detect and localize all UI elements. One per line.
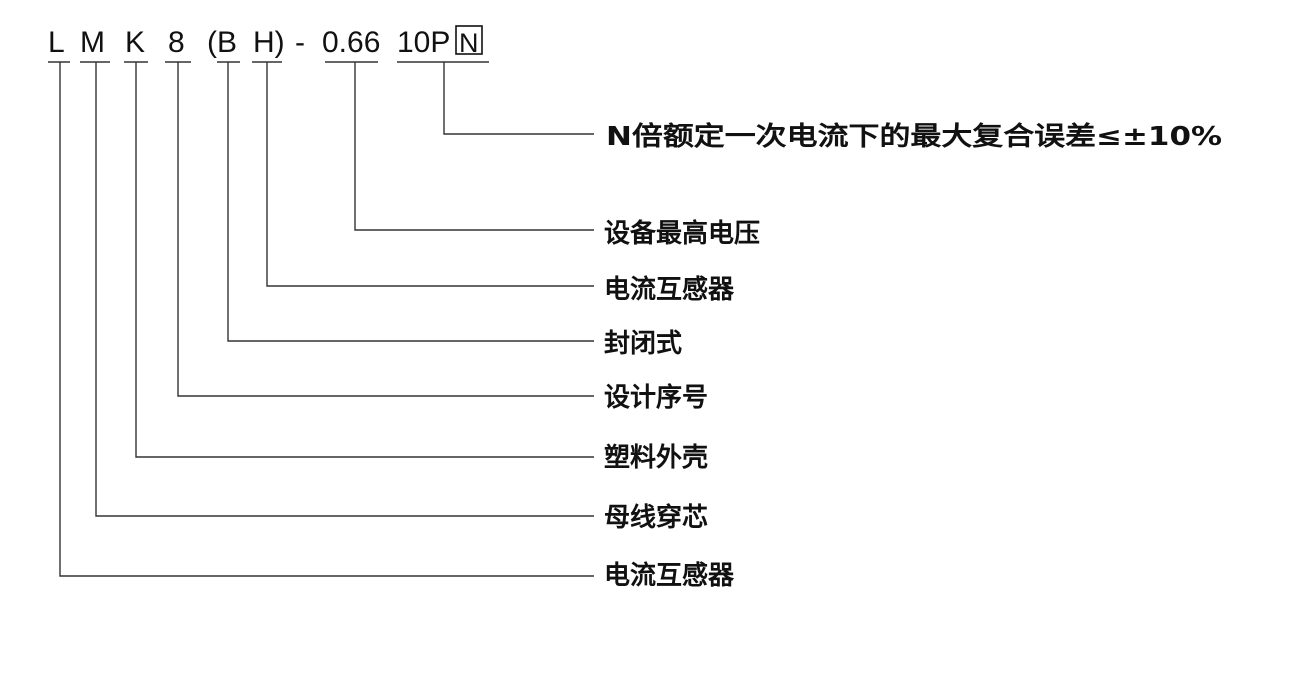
leader-accuracy (443, 62, 594, 135)
code-part-10P: 10P (397, 26, 450, 59)
code-part-K: K (125, 26, 145, 59)
code-part-M: M (80, 26, 105, 59)
code-part-dash: - (295, 26, 305, 59)
code-part-8: 8 (168, 26, 185, 59)
leader-lines (59, 62, 594, 577)
code-part-L: L (48, 26, 65, 59)
leader-voltage (354, 62, 594, 231)
descriptions: N倍额定一次电流下的最大复合误差≤±10% 设备最高电压 电流互感器 封闭式 设… (604, 121, 1222, 591)
code-part-N-boxed: N (459, 28, 479, 58)
model-code: L M K 8 (B H) - 0.66 10P N (48, 25, 483, 59)
boxed-N-frame (455, 25, 483, 55)
desc-plastic-shell: 塑料外壳 (604, 443, 708, 473)
desc-current-transformer-h: 电流互感器 (604, 275, 735, 305)
leader-K (135, 62, 594, 458)
code-part-H: H) (253, 26, 285, 59)
desc-busbar-through: 母线穿芯 (604, 502, 708, 533)
desc-current-transformer-l: 电流互感器 (604, 561, 735, 591)
leader-H (266, 62, 594, 287)
desc-enclosed: 封闭式 (604, 329, 682, 359)
leader-L (59, 62, 594, 577)
code-part-B: (B (207, 26, 237, 59)
code-part-voltage: 0.66 (322, 26, 380, 59)
leader-M (95, 62, 594, 517)
leader-8 (177, 62, 594, 397)
desc-design-serial: 设计序号 (604, 382, 708, 413)
desc-accuracy: N倍额定一次电流下的最大复合误差≤±10% (606, 121, 1222, 152)
desc-max-voltage: 设备最高电压 (604, 218, 760, 249)
leader-B (227, 62, 594, 342)
